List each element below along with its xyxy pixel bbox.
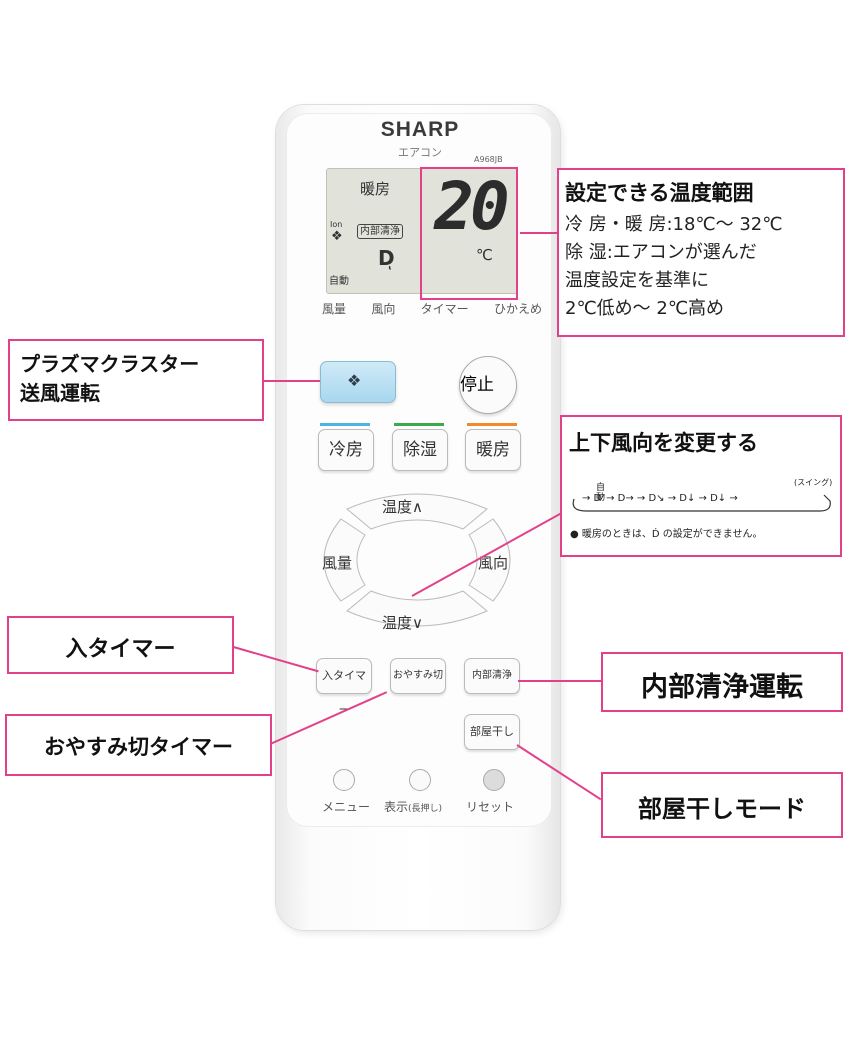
room-dry-button[interactable]: 部屋干し — [464, 714, 520, 750]
callout-inner-clean: 内部清浄運転 — [601, 652, 843, 712]
reset-button[interactable] — [483, 769, 505, 791]
air-direction-button[interactable]: 風向 — [478, 554, 509, 572]
lcd-direction-indicator: Dͅ — [378, 246, 395, 270]
stop-button[interactable]: 停止 — [459, 356, 517, 414]
heat-button[interactable]: 暖房 — [465, 429, 521, 471]
plasma-line-1: プラズマクラスター — [20, 352, 200, 376]
dpad-ring — [323, 493, 511, 627]
connector-plasma — [260, 380, 320, 382]
grape-cluster-icon: ❖ — [331, 229, 343, 244]
dry-button[interactable]: 除湿 — [392, 429, 448, 471]
direction-auto-label: 自動 — [596, 483, 606, 503]
lcd-temperature: 20 — [434, 168, 509, 245]
inner-clean-text: 内部清浄運転 — [641, 672, 803, 703]
timer-on-text: 入タイマー — [65, 637, 176, 662]
brand-logo: SHARP — [380, 118, 460, 141]
vertical-dir-note: ● 暖房のときは、D́ の設定ができません。 — [570, 529, 763, 540]
menu-button[interactable] — [333, 769, 355, 791]
callout-temp-range: 設定できる温度範囲 冷 房・暖 房:18℃～ 32℃ 除 湿:エアコンが選んだ … — [557, 168, 845, 337]
lcd-mode-text: 暖房 — [360, 180, 391, 198]
timer-on-button[interactable]: 入タイマー — [316, 658, 372, 716]
heat-color-stripe — [467, 423, 517, 426]
svg-text:→ D⁄ → D→ → D↘ → D↓ → D↓ →: → D⁄ → D→ → D↘ → D↓ → D↓ → — [582, 493, 738, 504]
temp-down-button[interactable]: 温度∨ — [382, 614, 423, 632]
callout-temp-range-title: 設定できる温度範囲 — [565, 181, 754, 205]
callout-sleep-timer: おやすみ切タイマー — [5, 714, 272, 776]
connector-temp-range — [520, 232, 560, 234]
dry-color-stripe — [394, 423, 444, 426]
plasma-cluster-button[interactable] — [320, 361, 396, 403]
room-dry-text: 部屋干しモード — [638, 795, 806, 823]
cool-button[interactable]: 冷房 — [318, 429, 374, 471]
lcd-bottom-labels: 風量 風向 タイマー ひかえめ — [322, 300, 542, 317]
inner-clean-button[interactable]: 内部清浄 — [464, 658, 520, 694]
lcd-label-eco: ひかえめ — [493, 302, 542, 316]
callout-room-dry: 部屋干しモード — [601, 772, 843, 838]
direction-swing-label: (スイング) — [794, 478, 833, 487]
lcd-temperature-unit: ℃ — [476, 246, 493, 264]
temp-range-line-2: 除 湿:エアコンが選んだ — [565, 242, 757, 263]
lcd-display — [326, 168, 518, 294]
temp-range-line-3: 温度設定を基準に — [565, 270, 709, 291]
display-label: 表示(長押し) — [384, 800, 443, 814]
grape-cluster-icon: ❖ — [347, 371, 362, 390]
menu-label: メニュー — [322, 800, 371, 814]
callout-timer-on: 入タイマー — [7, 616, 234, 674]
display-button[interactable] — [409, 769, 431, 791]
cool-color-stripe — [320, 423, 370, 426]
plasma-line-2: 送風運転 — [20, 381, 100, 405]
lcd-label-direction: 風向 — [371, 302, 396, 316]
lcd-auto-label: 自動 — [329, 276, 349, 287]
direction-cycle-diagram: → D⁄ → D→ → D↘ → D↓ → D↓ → — [572, 493, 831, 512]
temp-range-line-4: 2℃低め～ 2℃高め — [565, 298, 725, 319]
callout-plasma: プラズマクラスター 送風運転 — [8, 339, 264, 421]
callout-vertical-dir: 上下風向を変更する → D⁄ → D→ → D↘ → D↓ → D↓ → 自動 … — [560, 415, 842, 557]
temp-range-line-1: 冷 房・暖 房:18℃～ 32℃ — [565, 214, 783, 235]
lcd-ion-label: Ion — [330, 220, 343, 229]
sleep-timer-button[interactable]: おやすみ切 — [390, 658, 446, 694]
temp-up-button[interactable]: 温度∧ — [382, 498, 423, 516]
temperature-highlight-box — [420, 167, 518, 300]
reset-label: リセット — [466, 800, 515, 814]
sleep-timer-text: おやすみ切タイマー — [44, 735, 233, 759]
lcd-clean-indicator: 内部清浄 — [357, 224, 403, 239]
model-number: A968JB — [474, 155, 503, 164]
connector-inner-clean — [518, 680, 602, 682]
lcd-label-timer: タイマー — [420, 302, 469, 316]
product-type-label: エアコン — [398, 146, 442, 159]
fan-speed-button[interactable]: 風量 — [322, 554, 353, 572]
lcd-label-fan: 風量 — [322, 302, 347, 316]
vertical-dir-title: 上下風向を変更する — [569, 431, 758, 455]
